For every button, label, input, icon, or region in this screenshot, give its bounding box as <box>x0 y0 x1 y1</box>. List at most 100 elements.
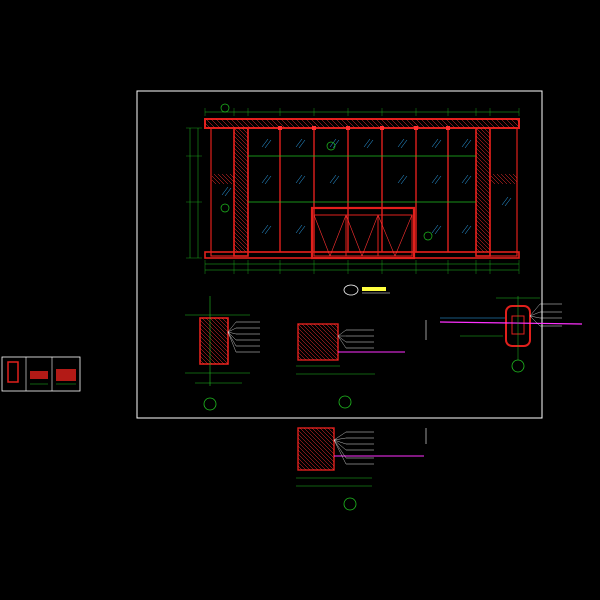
sheet-frame <box>136 90 543 419</box>
pier-hatch-line <box>475 191 491 207</box>
detail2-hatch-line <box>297 327 331 361</box>
detail4-hatch-line <box>303 427 335 459</box>
elevation-callout <box>220 203 230 213</box>
detail1-hatch-line <box>225 317 229 321</box>
detail1-hatch-line <box>199 319 229 349</box>
door-swing <box>394 214 413 257</box>
pier-hatch-line <box>475 143 491 159</box>
beam-hatch-line <box>250 118 261 129</box>
glass-mark <box>298 225 306 235</box>
beam-hatch-line <box>480 118 491 129</box>
detail2-hatch <box>297 323 339 361</box>
detail2-hatch-line <box>297 347 311 361</box>
sign-hatch-line <box>492 173 504 185</box>
storefront-elevation <box>186 103 520 296</box>
pier-hatch-line <box>233 163 249 179</box>
glass-mark <box>295 224 303 234</box>
glass-mark <box>295 174 303 184</box>
detail4-hatch <box>297 427 335 471</box>
pier-hatch-line <box>233 235 249 251</box>
mullion-cap <box>346 126 350 130</box>
beam-hatch-line <box>485 118 496 129</box>
beam-hatch-line <box>350 118 361 129</box>
pier-hatch-line <box>233 155 249 171</box>
detail1-hatch-line <box>205 317 229 341</box>
detail2-hatch-line <box>317 323 339 345</box>
beam-hatch-line <box>255 118 266 129</box>
pier-hatch-line <box>475 215 491 231</box>
beam-hatch-line <box>370 118 381 129</box>
detail3-callout-circle <box>511 359 525 373</box>
pier-hatch-line <box>475 247 481 253</box>
detail2-hatch-line <box>313 323 339 349</box>
pier-hatching <box>204 118 520 253</box>
pier-hatch-line <box>479 127 491 139</box>
door-swing <box>329 214 347 257</box>
detail1-leader-lines <box>227 321 260 353</box>
pier-hatch-line <box>233 179 249 195</box>
beam-hatch-line <box>385 118 396 129</box>
glass-mark <box>397 138 405 148</box>
pier-hatch-line <box>475 195 491 211</box>
detail4-hatch-line <box>297 465 303 471</box>
detail4-leader <box>333 439 347 465</box>
pier-hatch-line <box>233 151 249 167</box>
detail1-hatch-line <box>199 327 229 357</box>
detail3-leader <box>529 303 541 317</box>
pier-hatch-line <box>233 139 249 155</box>
beam-hatch-line <box>265 118 276 129</box>
mullion-cap <box>312 126 316 130</box>
beam-hatch-line <box>395 118 406 129</box>
right-side-panel <box>489 127 518 257</box>
beam-hatch-line <box>400 118 411 129</box>
pier-hatch-line <box>233 167 249 183</box>
detail4-hatch-line <box>307 427 335 455</box>
glass-mark <box>332 139 340 149</box>
pier-hatch-line <box>233 159 249 175</box>
pier-hatch-line <box>233 195 249 211</box>
sign-hatch-line <box>217 173 229 185</box>
glass-mark <box>261 174 269 184</box>
detail4-hatch-line <box>297 457 311 471</box>
beam-hatch-line <box>440 118 451 129</box>
pier-hatch-line <box>487 127 491 131</box>
pier-hatch-line <box>475 127 491 143</box>
detail1-hatch-line <box>201 317 229 345</box>
pier-hatch-line <box>237 127 249 139</box>
detail2-leader <box>337 335 347 349</box>
pier-hatch-line <box>475 227 491 243</box>
elevation-callout <box>220 103 230 113</box>
pier-hatch-line <box>233 147 249 163</box>
beam-hatch-line <box>310 118 321 129</box>
detail1-leader <box>227 331 237 353</box>
detail-wall-section <box>296 320 427 409</box>
beam-hatch-line <box>235 118 246 129</box>
pier-hatch-line <box>233 203 249 219</box>
mullion-cap <box>380 126 384 130</box>
detail3-leader <box>529 315 541 319</box>
detail-lower-section <box>296 427 427 511</box>
glass-mark <box>329 174 337 184</box>
beam-hatch-line <box>405 118 416 129</box>
pier-hatch-line <box>233 243 243 253</box>
detail1-leader <box>227 331 237 347</box>
glass-mark <box>264 175 272 185</box>
pier-hatch-line <box>475 147 491 163</box>
beam-hatch-line <box>490 118 501 129</box>
mullion-cap <box>414 126 418 130</box>
glass-mark <box>261 224 269 234</box>
detail2-callout-circle <box>338 395 352 409</box>
beam-hatch-line <box>470 118 481 129</box>
detail2-hatch-line <box>305 323 339 357</box>
thumbnail-sheet <box>1 356 81 392</box>
detail1-hatch-line <box>209 317 229 337</box>
detail2-hatch-line <box>297 351 307 361</box>
detail4-callout-circle <box>343 497 357 511</box>
pier-hatch-line <box>245 127 249 131</box>
pier-hatch-line <box>233 183 249 199</box>
sign-hatch-line <box>500 173 512 185</box>
detail2-hatch-line <box>297 355 303 361</box>
beam-hatch-line <box>515 118 520 123</box>
detail1-leader <box>227 327 237 333</box>
sign-hatch-line <box>229 173 235 179</box>
